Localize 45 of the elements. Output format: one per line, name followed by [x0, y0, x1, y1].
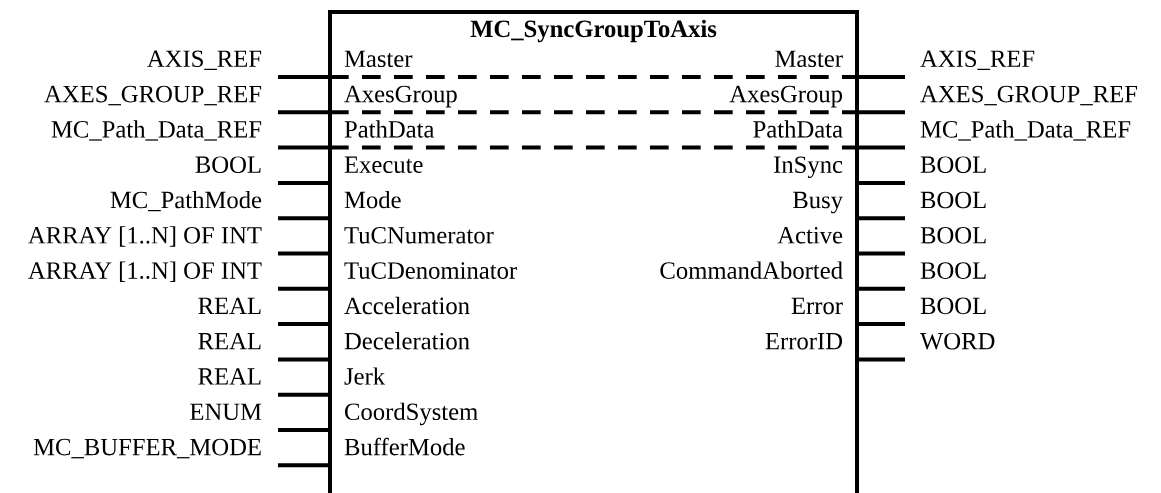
in-out-line	[330, 145, 857, 150]
data-type: MC_PathMode	[110, 190, 262, 212]
data-type: AXES_GROUP_REF	[44, 85, 262, 106]
in-out-line	[330, 75, 857, 79]
data-type: BOOL	[195, 156, 261, 173]
data-type: BOOL	[920, 262, 986, 279]
pin-name: Error	[791, 297, 843, 315]
pin-name: AxesGroup	[344, 85, 457, 108]
pin-name: Master	[775, 50, 843, 68]
data-type: AXES_GROUP_REF	[920, 85, 1138, 106]
data-type: MC_BUFFER_MODE	[33, 438, 261, 459]
data-type: WORD	[920, 332, 995, 350]
data-type: ARRAY [1..N] OF INT	[28, 226, 262, 247]
pin-name: TuCDenominator	[344, 262, 517, 279]
data-type: BOOL	[920, 156, 986, 173]
pin-name: Busy	[793, 191, 843, 214]
data-type: MC_Path_Data_REF	[51, 120, 262, 141]
data-type: REAL	[198, 332, 261, 350]
data-type: BOOL	[920, 227, 986, 244]
data-type: REAL	[198, 297, 261, 314]
pin-name: AxesGroup	[729, 85, 843, 108]
pin-name: CommandAborted	[660, 261, 843, 279]
pin-name: CoordSystem	[345, 402, 478, 426]
data-type: BOOL	[920, 297, 986, 315]
data-type: ARRAY [1..N] OF INT	[28, 261, 262, 282]
data-type: REAL	[198, 368, 261, 385]
in-out-line	[330, 110, 857, 115]
pin-name: PathData	[753, 120, 843, 138]
data-type: MC_Path_Data_REF	[920, 120, 1131, 141]
pin-name: Master	[344, 50, 413, 68]
pin-name: Mode	[344, 190, 401, 209]
data-type: AXIS_REF	[147, 50, 262, 70]
pin-name: TuCNumerator	[344, 227, 494, 244]
pin-name: Deceleration	[344, 332, 470, 350]
data-type: AXIS_REF	[920, 50, 1035, 70]
data-type: ENUM	[190, 403, 262, 421]
data-type: BOOL	[920, 191, 986, 209]
pin-name: Active	[777, 227, 843, 244]
pin-name: PathData	[344, 120, 435, 138]
pin-name: InSync	[774, 156, 843, 179]
pin-name: Acceleration	[344, 296, 470, 315]
pin-name: ErrorID	[765, 333, 843, 350]
pin-name: Jerk	[344, 367, 386, 385]
pin-name: BufferMode	[344, 437, 465, 456]
pin-name: Execute	[344, 156, 423, 173]
